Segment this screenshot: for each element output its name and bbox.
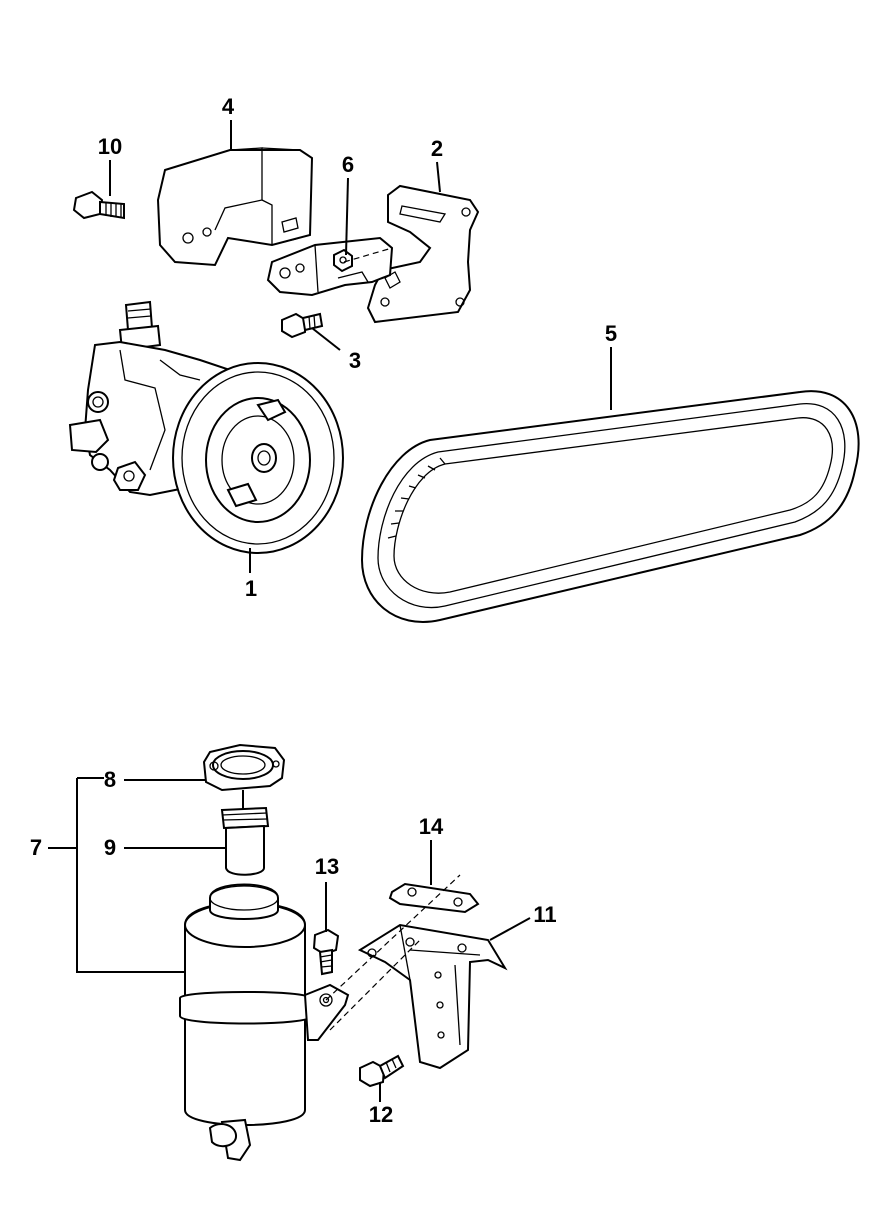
part-6-nut	[333, 248, 353, 273]
callout-11: 11	[533, 902, 556, 927]
part-10-bolt	[72, 190, 125, 220]
part-9-filter	[220, 790, 270, 876]
part-8-cap	[202, 743, 286, 792]
part-1-pump	[68, 300, 344, 554]
callout-4: 4	[222, 94, 235, 119]
callout-10: 10	[98, 134, 122, 159]
part-11-bracket	[357, 923, 508, 1070]
callout-3: 3	[349, 348, 361, 373]
callout-8: 8	[104, 767, 116, 792]
part-14-plate	[388, 882, 480, 914]
callout-1: 1	[245, 576, 257, 601]
assembly-lines	[271, 237, 461, 1031]
leader-lines	[48, 120, 612, 1102]
callout-14: 14	[419, 814, 444, 839]
part-3-bolt	[281, 312, 324, 339]
callout-7: 7	[30, 835, 42, 860]
part-4-bracket	[156, 147, 314, 267]
callout-9: 9	[104, 835, 116, 860]
callout-12: 12	[369, 1102, 393, 1127]
callout-5: 5	[605, 321, 617, 346]
callout-2: 2	[431, 136, 443, 161]
callout-13: 13	[315, 854, 339, 879]
link-bracket	[266, 236, 394, 297]
part-7-reservoir	[179, 883, 350, 1162]
part-5-belt	[360, 390, 860, 623]
part-2-bracket	[366, 184, 480, 324]
callout-labels: 4 10 6 2 3 5 1 8 9 7 13 14 11 12	[30, 94, 617, 1127]
part-12-bolt	[359, 1054, 405, 1088]
callout-6: 6	[342, 152, 354, 177]
part-13-bolt	[312, 928, 340, 976]
